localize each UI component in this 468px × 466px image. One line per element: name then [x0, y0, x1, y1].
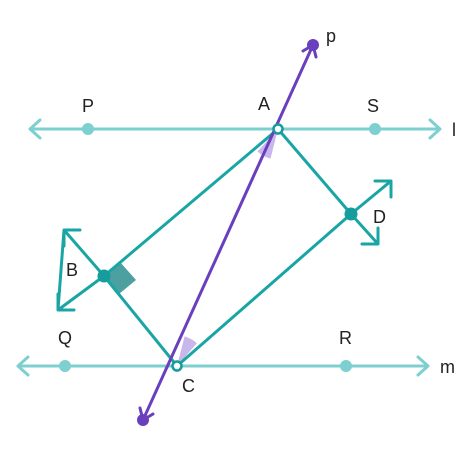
transversal-p-top-point [307, 39, 319, 51]
segment-cd [176, 212, 352, 368]
label-p-point: P [82, 96, 94, 116]
perpendicular-at-b-lower [57, 274, 105, 312]
line-m [16, 355, 430, 377]
perpendicular-at-d [349, 179, 393, 246]
transversal-p-bottom-point [137, 414, 149, 426]
perpendicular-at-b-upper [62, 229, 106, 277]
line-m-right-arrow [416, 355, 430, 377]
label-s: S [367, 96, 379, 116]
perpendicular-at-d-lower-arrow [360, 226, 380, 246]
point-q [59, 360, 71, 372]
label-d: D [373, 207, 386, 227]
perpendicular-at-d-upper [350, 179, 392, 216]
point-r [340, 360, 352, 372]
label-p-line: p [326, 26, 336, 46]
label-l: l [452, 120, 456, 140]
segment-ab [103, 127, 279, 278]
point-b [97, 269, 111, 283]
perpendicular-at-d-lower [349, 212, 380, 246]
segment-bc [102, 275, 179, 367]
label-m: m [440, 357, 455, 377]
point-a [272, 123, 284, 135]
label-a: A [258, 94, 270, 114]
perpendicular-at-b-upper-arrow [62, 228, 82, 248]
perpendicular-at-b [56, 228, 106, 312]
angle-mark-at-c [177, 336, 197, 366]
perpendicular-at-d-upper-arrow [373, 179, 393, 199]
line-l-left-arrow [28, 118, 42, 140]
perpendicular-at-b-lower-arrow [56, 292, 76, 312]
point-p [82, 123, 94, 135]
line-l-right-arrow [428, 118, 442, 140]
point-c [171, 360, 183, 372]
point-d [344, 207, 358, 221]
label-r: R [339, 328, 352, 348]
label-c: C [182, 376, 195, 396]
point-s [369, 123, 381, 135]
segment-da [276, 128, 353, 215]
figure-sides [102, 127, 353, 368]
label-b: B [66, 260, 78, 280]
transversal-p-segment [141, 44, 315, 421]
line-m-left-arrow [16, 355, 30, 377]
transversal-p [137, 39, 319, 426]
label-q: Q [58, 328, 72, 348]
